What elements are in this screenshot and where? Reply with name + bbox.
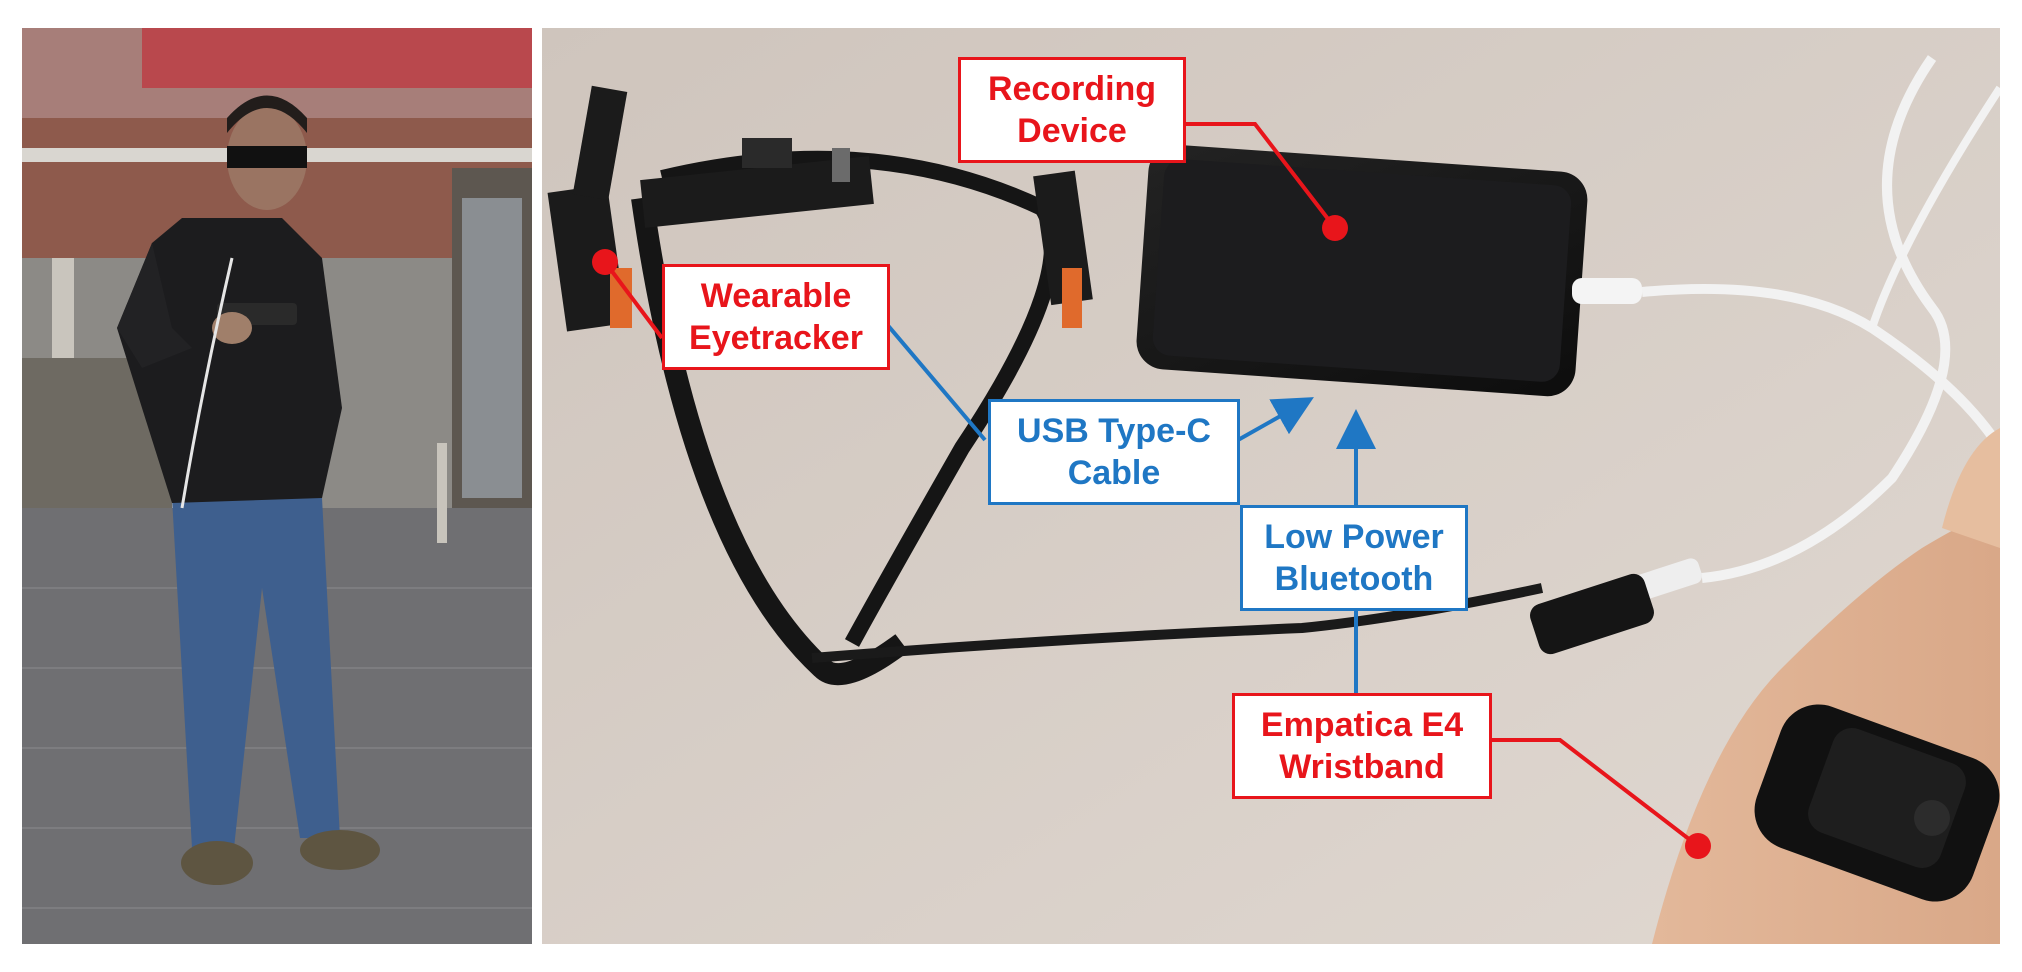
left-photo xyxy=(22,28,532,944)
empatica-wristband-label: Empatica E4 Wristband xyxy=(1232,693,1492,799)
recording-device-dot xyxy=(1322,215,1348,241)
recording-device-line1: Recording xyxy=(987,70,1157,108)
low-power-bluetooth-line2: Bluetooth xyxy=(1274,560,1434,598)
usb-cable-label: USB Type-C Cable xyxy=(988,399,1240,505)
person-photo-illustration xyxy=(22,28,532,944)
recording-device-line2: Device xyxy=(1017,112,1127,150)
usb-cable-connector-left xyxy=(883,320,987,442)
empatica-wristband-line2: Wristband xyxy=(1279,748,1445,786)
low-power-bluetooth-label: Low Power Bluetooth xyxy=(1240,505,1468,611)
usb-cable-arrow xyxy=(1237,397,1314,442)
usb-cable-line2: Cable xyxy=(1067,454,1161,492)
recording-device-connector xyxy=(1185,122,1337,230)
recording-device-label: Recording Device xyxy=(958,57,1186,163)
eyetracker-connector xyxy=(603,260,664,340)
eyetracker-dot xyxy=(592,249,618,275)
wearable-eyetracker-label: Wearable Eyetracker xyxy=(662,264,890,370)
wristband-connector xyxy=(1490,738,1700,848)
wristband-dot xyxy=(1685,833,1711,859)
wearable-eyetracker-line2: Eyetracker xyxy=(689,319,863,357)
low-power-bluetooth-line1: Low Power xyxy=(1264,518,1444,556)
empatica-wristband-line1: Empatica E4 xyxy=(1260,706,1464,744)
usb-cable-line1: USB Type-C xyxy=(1017,412,1211,450)
wearable-eyetracker-line1: Wearable xyxy=(700,277,852,315)
